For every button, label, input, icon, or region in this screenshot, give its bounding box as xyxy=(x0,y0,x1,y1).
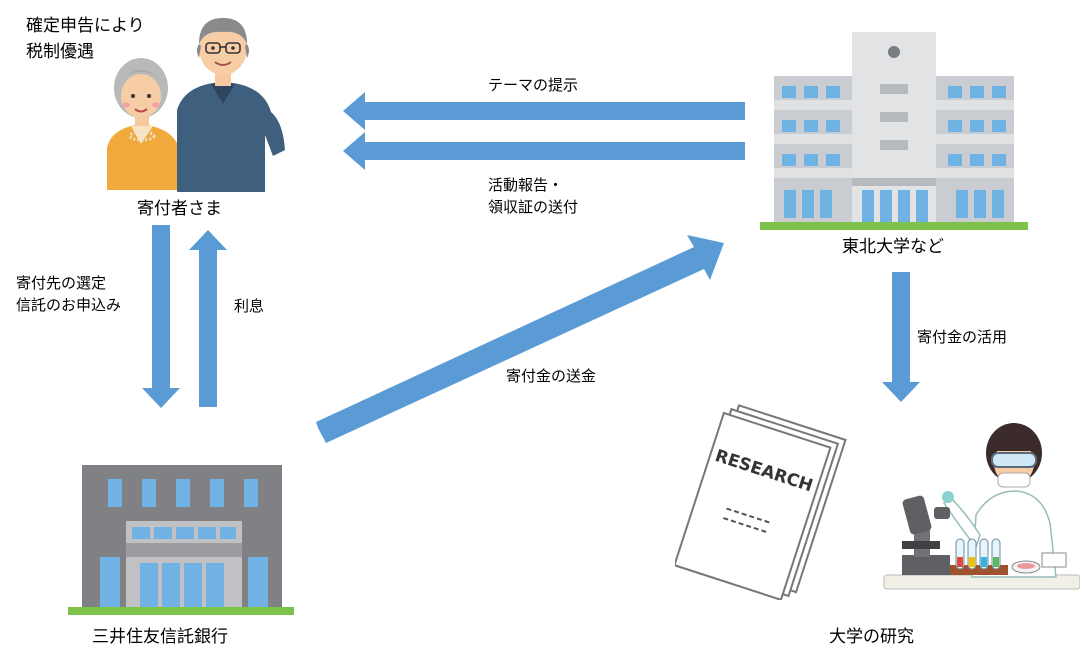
bank-building-illustration xyxy=(68,465,294,615)
microscope-icon xyxy=(902,495,950,575)
arrow-theme-to-donor xyxy=(343,92,745,130)
elderly-man-icon xyxy=(177,18,285,192)
arrow-donor-to-bank xyxy=(142,225,180,408)
researcher-illustration xyxy=(883,423,1080,590)
flow-label-interest: 利息 xyxy=(234,297,265,315)
flow-label-report: 活動報告・ 領収証の送付 xyxy=(488,176,579,216)
elderly-woman-icon xyxy=(107,58,179,190)
research-caption: 大学の研究 xyxy=(829,627,914,647)
university-building-illustration xyxy=(760,32,1028,230)
research-document-illustration: RESEARCH xyxy=(675,404,847,600)
arrow-bank-to-university xyxy=(316,235,724,443)
arrow-interest-to-donor xyxy=(189,230,227,407)
donor-caption: 寄付者さま xyxy=(137,199,222,219)
tax-benefit-note: 確定申告により 税制優遇 xyxy=(26,16,145,62)
flow-label-application: 寄付先の選定 信託のお申込み xyxy=(16,274,122,314)
arrow-university-to-research xyxy=(882,272,920,402)
flow-label-use: 寄付金の活用 xyxy=(917,328,1008,346)
arrow-report-to-donor xyxy=(343,132,745,170)
test-tube-rack-icon xyxy=(950,538,1008,575)
flow-label-theme: テーマの提示 xyxy=(488,76,579,94)
flow-label-transfer: 寄付金の送金 xyxy=(506,367,597,385)
bank-caption: 三井住友信託銀行 xyxy=(92,627,228,647)
university-caption: 東北大学など xyxy=(842,237,944,257)
donor-couple-illustration xyxy=(107,18,285,192)
